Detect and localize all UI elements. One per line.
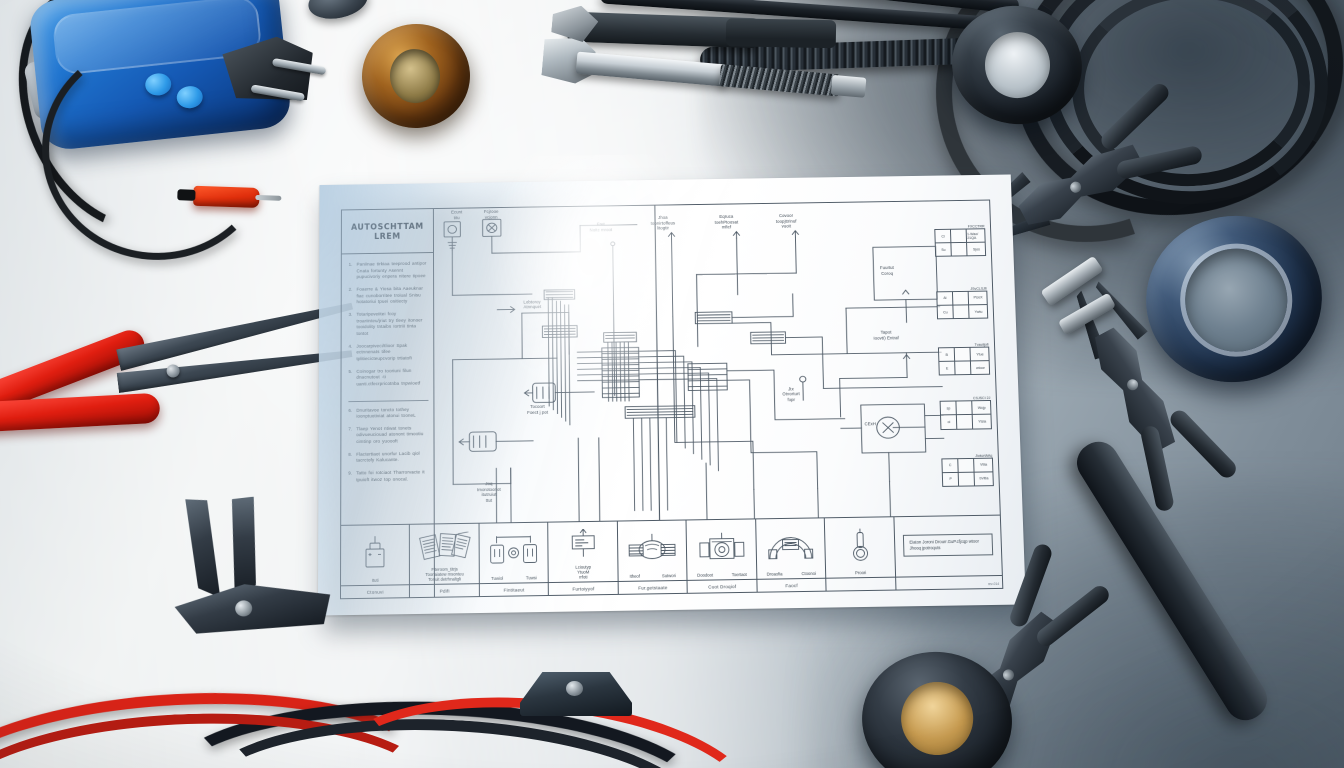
schematic-label: CExH (864, 421, 877, 427)
legend-sublabel: Lcioutyp YtuoM rrfoti (575, 564, 592, 580)
legend-sublabel: Doodoot (697, 572, 714, 578)
legend-column-documents: Fiteroom_titrjs Toonaiatew msonteu Tonui… (410, 523, 480, 598)
signal-table: JSvCLSJfl Ai PUoX Cu Ywtu (936, 287, 989, 320)
note-item: 8. Flactertiaot unorfur Lacib qiol tacrc… (348, 450, 420, 464)
legend-label: Pdifi (410, 583, 479, 598)
schematic-label: Lobtoroy Atnnquet (523, 298, 542, 310)
connector-pair-icon (487, 535, 541, 568)
speaker-icon (695, 532, 747, 563)
table-row: Cl 1-Wao/ 21QA (935, 229, 986, 244)
note-item: 3. Totaripeveiitei fcoy troariinteu/jriu… (348, 311, 423, 336)
legend-sublabel: Sutwori (661, 573, 676, 579)
schematic-label: Ecunt titu (451, 209, 463, 220)
legend-sublabel: Tuwiol (491, 575, 504, 581)
schematic-label: Joq Imorotooriot itutruiut ttut (476, 481, 501, 504)
legend-label: Furtoiyyof (549, 580, 618, 595)
legend-column-relay: Lcioutyp YtuoM rrfoti Furtoiyyof (548, 521, 619, 595)
tape-roll-gold-core (855, 644, 1019, 768)
table-row: C Vtiia (942, 458, 993, 473)
motor-icon (623, 533, 681, 564)
probe-red (193, 185, 260, 209)
table-row: E wtoor (939, 361, 990, 375)
legend-sublabel: Droaofia (766, 571, 783, 577)
notes-group-primary: 1. Paniinae tirkiaa teeprood antipor Cna… (348, 260, 429, 402)
schematic-canvas: Ecunt titu Fcjrooe vcjonn Fret Noitc mro… (434, 201, 1000, 524)
legend-column-horn: Droaofia Ctoonoi Faocf (756, 518, 827, 592)
legend-column-fuse: Proori (825, 517, 897, 591)
signal-table: FXCCTRR Cl 1-Wao/ 21QA Su Sjos (934, 225, 987, 258)
signal-table: CSJSCI 2J sp Wcjp oi Ytsia (939, 396, 993, 430)
note-item: 5. Coinogar tro tooriuni filun dnacnutou… (348, 367, 421, 387)
tape-roll-black (944, 0, 1090, 133)
legend-column-note: Eiaton Joroni Drourr.GuP.cfjcqp wtoor Jh… (894, 516, 1003, 590)
legend-label (895, 574, 1003, 590)
table-row: Ai PUoX (937, 291, 988, 306)
note-item: 6. Dnuritavoe toncto tothey ioonptuotivi… (348, 406, 416, 419)
schematic-label: Fret Noitc mroot (589, 221, 613, 233)
schematic-label: Jhoa toonirtoffeus litogtir (650, 214, 676, 231)
notes-group-secondary: 6. Dnuritavoe toncto tothey ioonptuotivi… (348, 406, 429, 496)
fuse-icon (848, 528, 873, 562)
note-item: 4. Joocarpiveci/tlioor Spak ectnnenats t… (348, 342, 412, 362)
legend-column-connectors: Tuwiol Tuwsi Fintitaeut (479, 522, 550, 597)
legend-column-speaker: Doodoot Toertaot Cuot Droqiof (686, 519, 758, 593)
paper-sheet: AUTOSCHTTAM LREM 1. Paniinae tirkiaa tee… (317, 154, 1026, 616)
table-row: Su Sjos (935, 243, 986, 257)
note-item: 7. Tlaep Yenot ntiwat tonets odivueuciou… (348, 425, 424, 445)
metal-bracket (520, 672, 632, 716)
legend-column-motor: Itheof Sutwori Fur.getstaate (617, 520, 689, 594)
table-row: P bVitia (942, 472, 993, 486)
legend-label: Fintitaeut (479, 582, 549, 597)
note-item: 2. Foaerre & Yiosa bita Aaeuknar fiac cu… (348, 285, 423, 305)
wiring-svg (434, 201, 1000, 524)
legend-sublabel: Fiteroom_titrjs Toonaiatew msonteu Tonui… (425, 566, 464, 582)
legend-label: Fur.getstaate (618, 579, 688, 594)
legend-label: Ctonuvi (340, 584, 410, 599)
table-row: oi Ytsia (941, 415, 991, 429)
relay-box-icon (566, 529, 600, 561)
legend-sublabel: Itheof (629, 573, 640, 579)
multimeter (0, 0, 327, 265)
schematic-label: Eqruca toehPtoosat mficf (714, 213, 739, 230)
documents-icon (418, 532, 472, 563)
table-row: sp Wcjp (940, 401, 991, 416)
revision-stamp: rev-014 (987, 581, 1000, 587)
table-row: B Ytue (939, 347, 990, 363)
legend-sublabel: Ctoonoi (801, 570, 817, 577)
page-title-line-2: LREM (374, 230, 401, 242)
schematic-label: Tocoort Foect j pot (527, 404, 549, 415)
wire-loops (0, 640, 768, 768)
blueprint-paper[interactable]: AUTOSCHTTAM LREM 1. Paniinae tirkiaa tee… (317, 154, 1033, 632)
schematic-label: Covoor toopjttrinuf vuoit (775, 212, 797, 229)
note-item: 9. Tatto foi rotciaot Tharrorvacte it tp… (348, 469, 425, 483)
schematic-label: Fuurtut Coroq (879, 265, 895, 277)
note-item: 1. Paniinae tirkiaa teeprood antipor Cna… (348, 260, 427, 280)
signal-table: JiokcrtAAq C Vtiia P bVitia (941, 453, 995, 487)
schematic-label: Jtx Otvorturt fopr (782, 386, 800, 403)
drawing-frame: AUTOSCHTTAM LREM 1. Paniinae tirkiaa tee… (339, 199, 1004, 600)
legend-sublabel: Toertaot (731, 572, 747, 578)
legend-strip: Ituti Ctonuvi (340, 514, 1003, 599)
tape-roll-amber (358, 20, 474, 132)
note-box-icon: Eiaton Joroni Drourr.GuP.cfjcqp wtoor Jh… (903, 533, 993, 557)
schematic-label: Tapot Ioovti) Entraf (873, 329, 899, 341)
battery-icon (362, 536, 388, 570)
legend-column-battery: Ituti Ctonuvi (340, 524, 411, 599)
table-row: Cu Ywtu (937, 305, 988, 319)
legend-label: Faocf (757, 577, 826, 592)
legend-sublabel: Ituti (371, 577, 379, 583)
legend-label (826, 576, 896, 591)
legend-sublabel: Tuwsi (525, 575, 537, 581)
legend-sublabel: Proori (855, 570, 867, 576)
schematic-label: Fcjrooe vcjonn (483, 208, 499, 220)
title-header: AUTOSCHTTAM LREM (341, 209, 434, 255)
horn-icon (765, 531, 817, 562)
legend-label: Cuot Droqiof (687, 578, 757, 593)
signal-table: Tvauiljofi B Ytue E wtoor (938, 343, 991, 376)
